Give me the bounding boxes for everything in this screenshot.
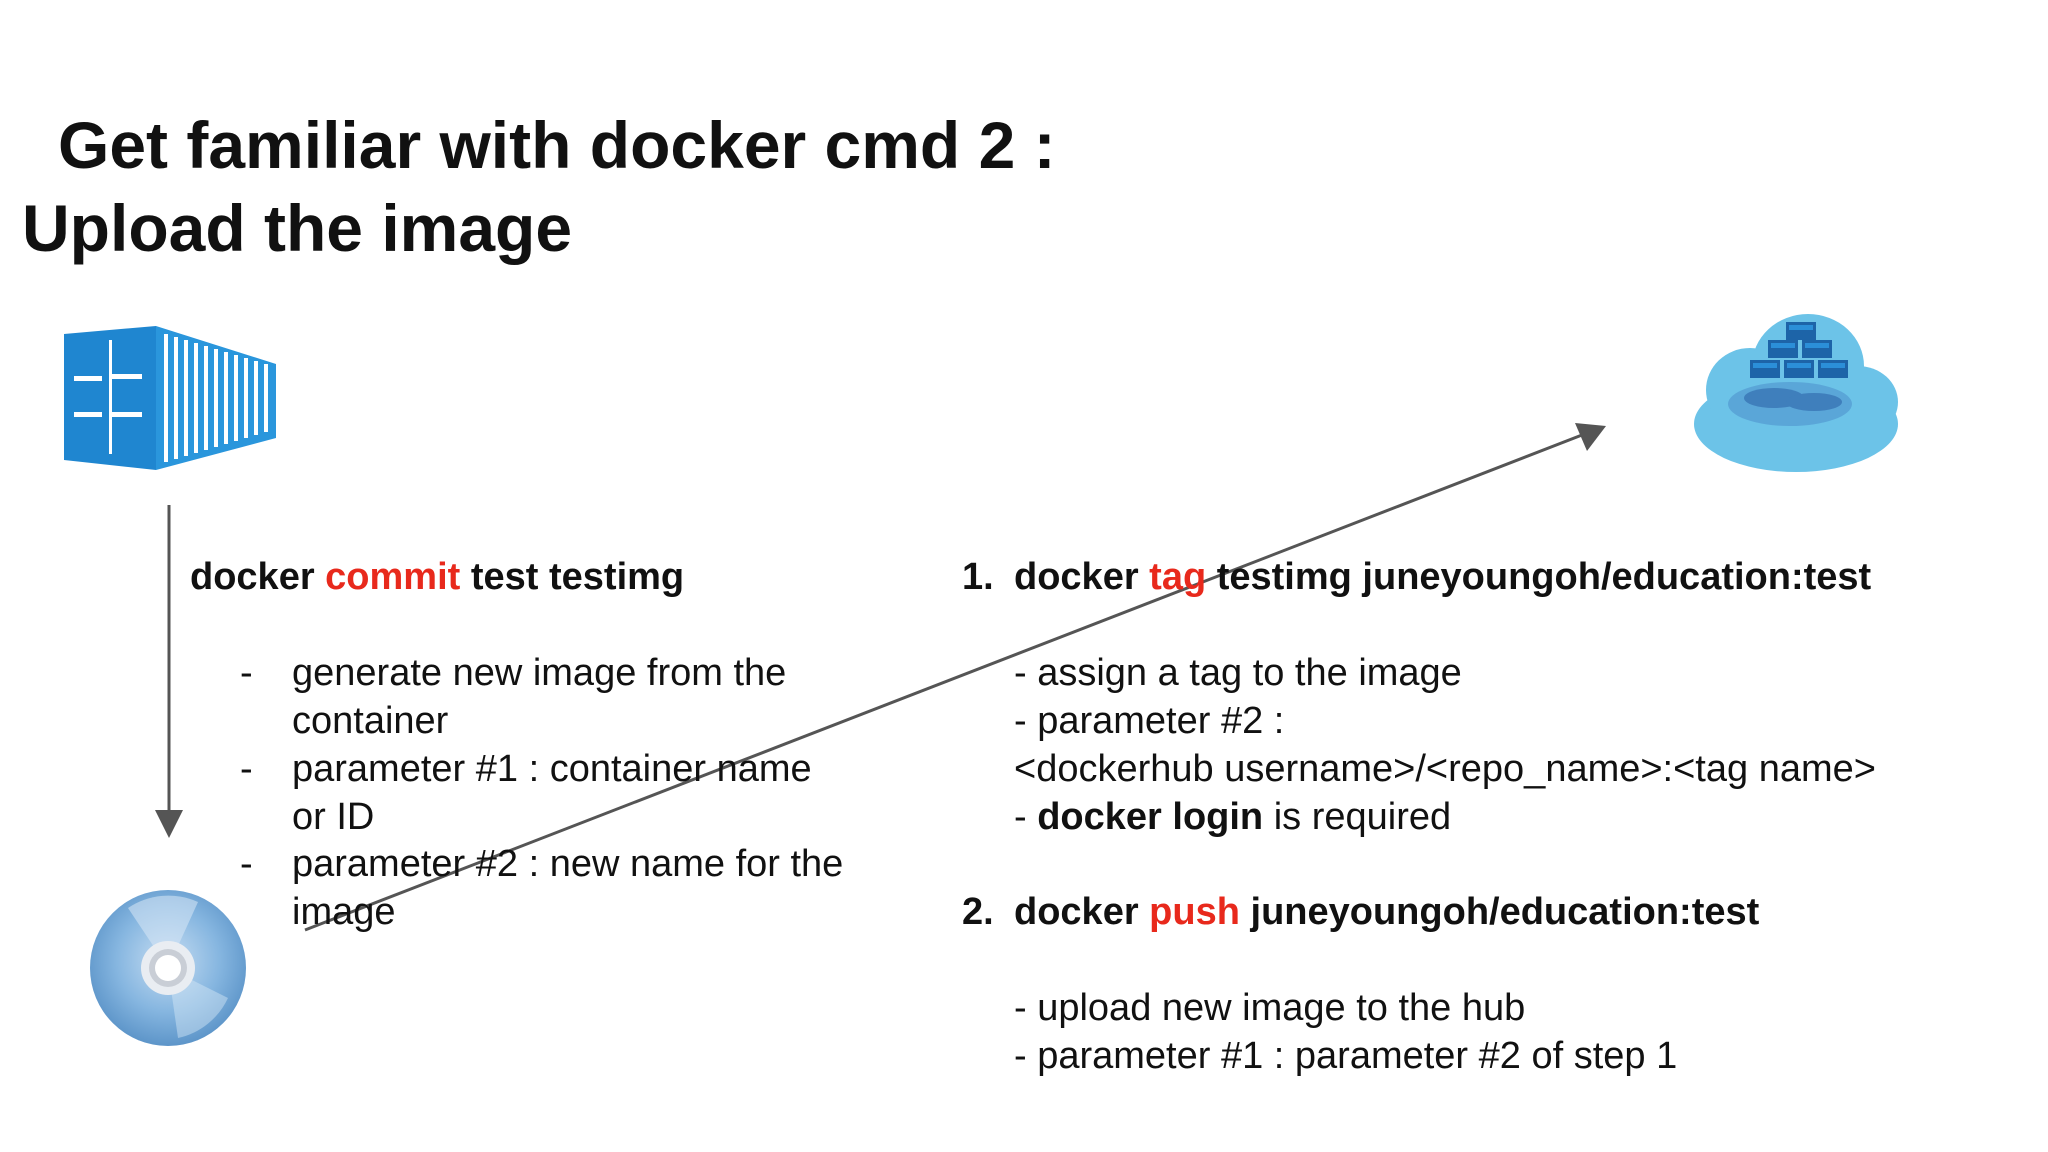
commit-suffix: test testimg [460,556,685,598]
tag-command: docker tag testimg juneyoungoh/education… [1014,553,1871,601]
push-prefix: docker [1014,891,1150,933]
tag-prefix: docker [1014,556,1150,598]
push-command: docker push juneyoungoh/education:test [1014,888,1759,936]
tag-desc-2: - parameter #2 : [1014,700,1285,742]
container-icon [64,326,276,470]
down-arrow [155,505,183,838]
slide-title-line1: Get familiar with docker cmd 2 : [58,108,1056,182]
tag-suffix: testimg juneyoungoh/education:test [1206,556,1872,598]
login-note: - docker login is required [1014,793,1451,841]
push-desc-2: - parameter #1 : parameter #2 of step 1 [1014,1035,1678,1077]
login-suffix: is required [1263,796,1452,838]
disc-image-icon [90,890,246,1046]
bullet-text: parameter #1 : container name [292,748,812,790]
bullet-marker: - [240,748,253,790]
step1-number: 1. [962,556,994,598]
login-prefix: - [1014,796,1038,838]
bullet-text: generate new image from the [292,652,787,694]
push-suffix: juneyoungoh/education:test [1239,891,1760,933]
tag-keyword: tag [1149,556,1207,598]
bullet-text: image [292,891,396,933]
commit-prefix: docker [190,556,326,598]
push-desc-1: - upload new image to the hub [1014,987,1526,1029]
step2-number: 2. [962,891,994,933]
push-keyword: push [1149,891,1240,933]
tag-desc-1: - assign a tag to the image [1014,652,1462,694]
commit-command: docker commit test testimg [190,553,684,601]
bullet-text: or ID [292,796,375,838]
bullet-marker: - [240,652,253,694]
commit-keyword: commit [325,556,461,598]
login-command: docker login [1037,796,1264,838]
bullet-text: parameter #2 : new name for the [292,843,844,885]
bullet-marker: - [240,843,253,885]
upload-arrow [304,423,1606,932]
slide-title-line2: Upload the image [22,191,573,265]
docker-hub-cloud-icon [1694,314,1898,472]
tag-format: <dockerhub username>/<repo_name>:<tag na… [1014,748,1876,790]
bullet-text: container [292,700,449,742]
